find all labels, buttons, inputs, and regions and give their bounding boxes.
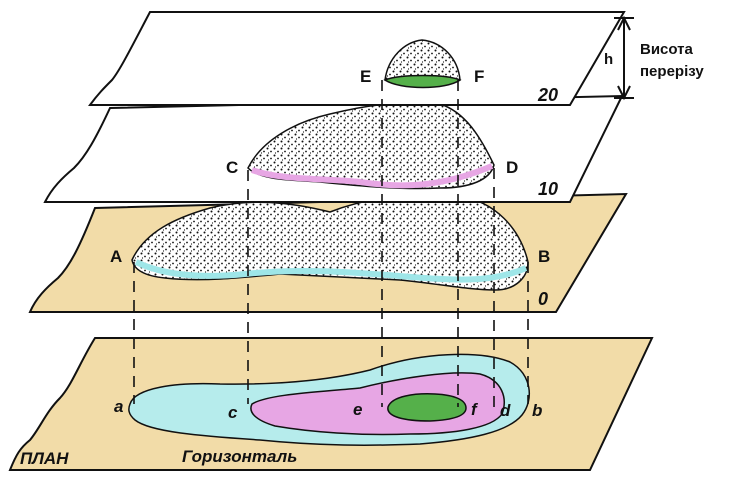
level-0-label: 0: [538, 289, 548, 309]
level-10-label: 10: [538, 179, 558, 199]
point-b: B: [538, 247, 550, 266]
contour-label: Горизонталь: [182, 447, 297, 466]
height-caption-line1: Висота: [640, 41, 694, 58]
plan-point-a: a: [114, 397, 123, 416]
height-marker: [614, 18, 634, 98]
height-caption-line2: перерізу: [640, 63, 704, 80]
contour-20: [388, 394, 466, 421]
plan-point-d: d: [500, 401, 511, 420]
point-d: D: [506, 158, 518, 177]
plan-point-e: e: [353, 400, 362, 419]
plan-point-c: c: [228, 403, 238, 422]
point-f: F: [474, 67, 484, 86]
level-20-label: 20: [537, 85, 558, 105]
plan-label: ПЛАН: [20, 449, 69, 468]
point-c: C: [226, 158, 238, 177]
point-a: A: [110, 247, 122, 266]
height-symbol: h: [604, 51, 613, 68]
plan-point-b: b: [532, 401, 542, 420]
point-e: E: [360, 67, 371, 86]
